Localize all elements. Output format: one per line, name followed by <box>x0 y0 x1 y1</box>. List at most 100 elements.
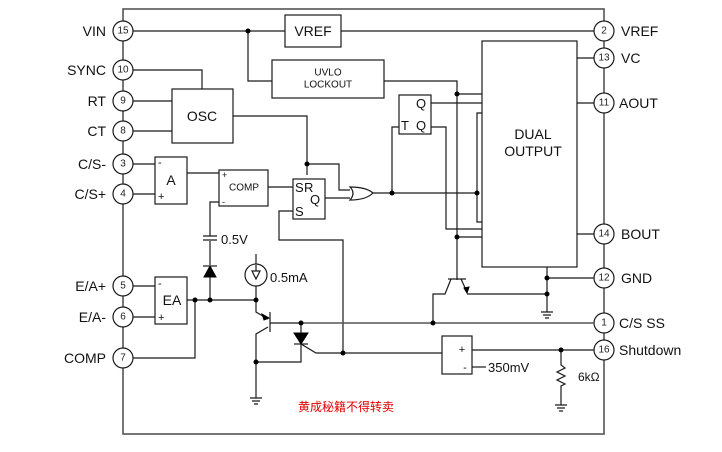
right-pin-bout: 14 BOUT <box>593 223 660 245</box>
left-pin-ea-minus: 6 E/A- <box>79 306 134 328</box>
ic-package-outline <box>122 8 605 435</box>
plus-sign: + <box>459 344 465 356</box>
junction-dot <box>474 190 480 196</box>
junction-dot <box>558 347 564 353</box>
pin-label: Shutdown <box>619 342 681 358</box>
wire-sync-osc <box>133 69 203 89</box>
pin-number: 15 <box>117 26 129 37</box>
left-pin-rt: 9 RT <box>88 90 134 112</box>
wire-npn-base <box>432 278 452 323</box>
pin-label: RT <box>88 93 107 109</box>
dual-output-label-1: DUAL <box>514 126 552 142</box>
or-gate <box>348 186 374 201</box>
wire-shutdown-sr <box>278 210 344 353</box>
comp-block: COMP + - <box>218 169 269 207</box>
wire-osc-sr <box>233 115 308 175</box>
sr-s-label: S <box>295 180 304 195</box>
pin-label: C/S+ <box>74 186 106 202</box>
right-pin-vref: 2 VREF <box>593 20 658 42</box>
sr-latch: S R Q S <box>292 178 326 220</box>
dual-output-block: DUAL OUTPUT <box>481 40 578 268</box>
junction-dot <box>544 275 550 281</box>
plus-sign: + <box>158 312 164 324</box>
junction-dot <box>192 297 198 303</box>
left-pin-cs-minus: 3 C/S- <box>78 153 134 175</box>
junction-dot <box>253 297 259 303</box>
watermark-text: 黄成秘籍不得转卖 <box>298 399 394 414</box>
current-source-label: 0.5mA <box>270 270 308 285</box>
junction-dot <box>544 291 550 297</box>
sr-r-label: R <box>304 180 313 195</box>
right-pin-shutdown: 16 Shutdown <box>593 339 681 361</box>
wire-pnp-collector <box>255 326 269 362</box>
junction-dot <box>304 161 310 167</box>
pin-label: E/A+ <box>75 278 106 294</box>
right-pin-aout: 11 AOUT <box>593 92 658 114</box>
pin-number: 4 <box>120 189 126 200</box>
clamp-diode-icon <box>203 264 217 278</box>
right-pin-gnd: 12 GND <box>593 267 652 289</box>
pin-label: SYNC <box>67 62 106 78</box>
ea-block: EA - + <box>154 276 188 325</box>
wire-ea-comp <box>133 300 196 359</box>
pin-label: E/A- <box>79 309 107 325</box>
npn-transistor-icon <box>448 278 470 295</box>
pin-label: BOUT <box>621 226 660 242</box>
t-ff-qbar-label: Q <box>416 118 426 133</box>
wires <box>133 30 594 405</box>
resistor-6k <box>555 350 567 405</box>
pin-label: CT <box>87 123 106 139</box>
wire-diode-shutdown <box>300 343 445 354</box>
t-flip-flop: Q T Q <box>398 94 432 135</box>
pin-number: 14 <box>598 229 610 240</box>
amp-a-block: A - + <box>154 156 188 205</box>
wire-osc-or <box>307 163 350 191</box>
right-pin-cs-ss: 1 C/S SS <box>593 312 665 334</box>
pin-label: AOUT <box>619 95 658 111</box>
junction-dot <box>253 359 259 365</box>
wire-comp-minus <box>209 201 219 236</box>
left-pin-sync: 10 SYNC <box>67 59 134 81</box>
left-pin-comp: 7 COMP <box>64 347 134 369</box>
junction-dot <box>430 320 436 326</box>
junction-dot <box>245 28 251 34</box>
sr-s2-label: S <box>295 204 304 219</box>
resistor-label: 6kΩ <box>578 370 600 384</box>
osc-block: OSC <box>171 88 234 144</box>
junction-dots <box>192 28 564 365</box>
clamp-voltage-label: 0.5V <box>221 232 248 247</box>
minus-sign: - <box>158 278 162 290</box>
osc-label: OSC <box>187 108 217 124</box>
pin-number: 8 <box>120 126 126 137</box>
uvlo-label-1: UVLO <box>314 68 341 79</box>
comp-label: COMP <box>229 183 259 194</box>
left-pin-cs-plus: 4 C/S+ <box>74 183 134 205</box>
pin-label: C/S- <box>78 156 106 172</box>
ground-icon <box>555 404 567 412</box>
pin-label: VREF <box>621 23 658 39</box>
left-pin-ea-plus: 5 E/A+ <box>75 275 134 297</box>
pin-number: 12 <box>598 273 610 284</box>
wire-qbar-dual <box>431 126 482 230</box>
dual-output-label-2: OUTPUT <box>504 143 562 159</box>
wire-uvlo-out <box>384 80 458 237</box>
junction-dot <box>207 297 213 303</box>
pin-number: 5 <box>120 281 126 292</box>
pin-label: C/S SS <box>619 315 665 331</box>
current-source-icon <box>244 263 268 287</box>
junction-dot <box>389 190 395 196</box>
pin-label: GND <box>621 270 652 286</box>
pin-number: 3 <box>120 159 126 170</box>
junction-dot <box>340 350 346 356</box>
capacitor-symbol <box>203 235 217 241</box>
pin-label: VIN <box>83 23 106 39</box>
pnp-arrow-icon <box>261 312 271 321</box>
wire-bracket <box>476 112 482 223</box>
pin-number: 13 <box>598 53 610 64</box>
t-ff-t-label: T <box>401 118 409 133</box>
minus-sign: - <box>222 197 225 207</box>
vref-block: VREF <box>284 14 342 48</box>
junction-dot <box>454 91 460 97</box>
sr-q-label: Q <box>310 192 320 207</box>
